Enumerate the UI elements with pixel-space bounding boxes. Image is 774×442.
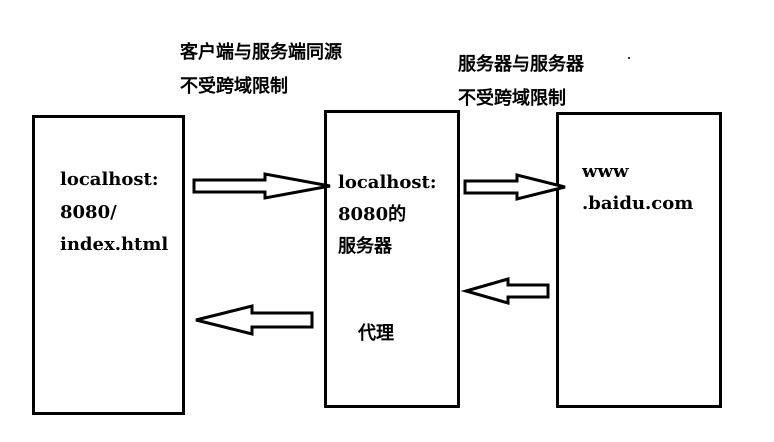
remote-server-box bbox=[556, 112, 722, 408]
client-box-line1: localhost: bbox=[60, 169, 159, 190]
proxy-box-line2: 8080的 bbox=[338, 204, 407, 225]
annotation-server-server-line2: 不受跨域限制 bbox=[458, 88, 566, 109]
annotation-client-server-line2: 不受跨域限制 bbox=[180, 76, 288, 97]
annotation-server-server-line1: 服务器与服务器 bbox=[458, 54, 584, 75]
arrow-remote-to-proxy bbox=[460, 277, 550, 305]
remote-box-line1: www bbox=[582, 161, 629, 182]
arrow-proxy-to-remote bbox=[463, 173, 566, 201]
proxy-label: 代理 bbox=[358, 323, 394, 344]
annotation-client-server-line1: 客户端与服务端同源 bbox=[180, 42, 342, 63]
arrow-client-to-proxy bbox=[192, 172, 331, 200]
proxy-server-box bbox=[324, 110, 460, 408]
client-box-line2: 8080/ bbox=[60, 202, 117, 223]
remote-box-line2: .baidu.com bbox=[582, 193, 694, 214]
proxy-box-line3: 服务器 bbox=[338, 236, 392, 257]
client-box-line3: index.html bbox=[60, 234, 169, 255]
arrow-proxy-to-client bbox=[195, 304, 314, 336]
stray-dot bbox=[628, 57, 630, 59]
proxy-box-line1: localhost: bbox=[338, 172, 437, 193]
client-box bbox=[32, 115, 185, 415]
